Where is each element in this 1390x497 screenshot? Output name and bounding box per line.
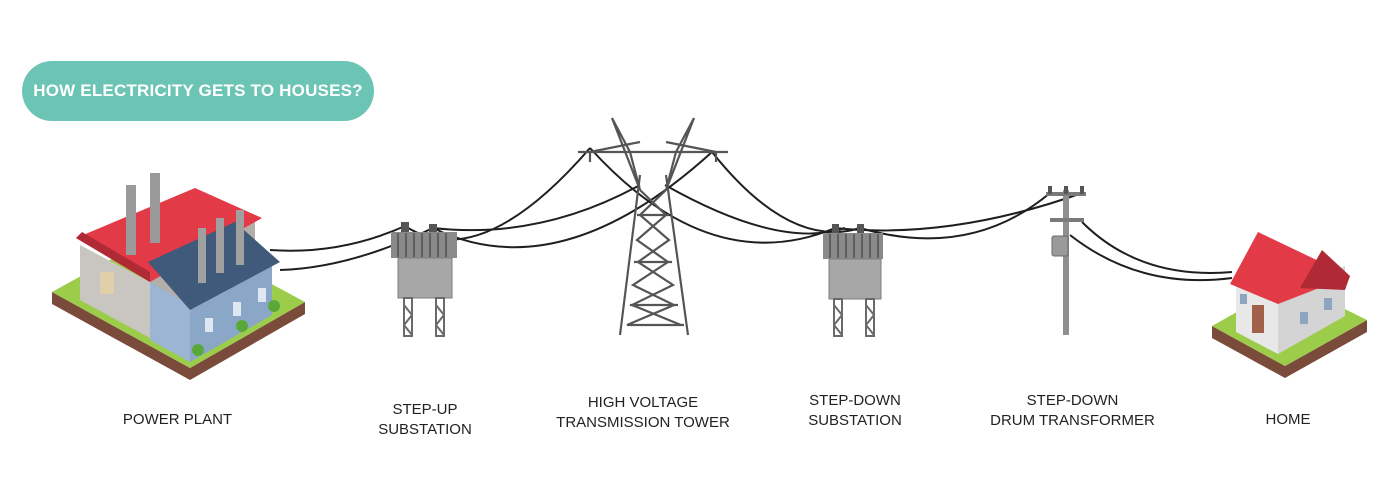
- wire-stepup-to-tower-3: [432, 184, 641, 232]
- power-plant-illustration: [52, 173, 305, 380]
- wire-plant-to-stepup-1: [269, 225, 406, 252]
- wire-stepup-to-tower-2: [432, 151, 713, 249]
- plant-chimney-5: [236, 210, 244, 265]
- home-roof-gable: [1300, 250, 1350, 290]
- stepup-radiator: [391, 232, 457, 258]
- plant-back-wall-left: [80, 245, 150, 338]
- stepup-insulator-1: [401, 222, 409, 232]
- label-home: HOME: [1265, 411, 1311, 428]
- home-illustration: [1212, 232, 1367, 378]
- home-base-soil: [1212, 320, 1367, 378]
- stepdown-ribs: [829, 234, 879, 258]
- wire-pole-to-home-2: [1069, 234, 1233, 282]
- step-up-substation-illustration: [391, 222, 457, 337]
- stepdown-insulator-1: [832, 224, 839, 234]
- title-text: HOW ELECTRICITY GETS TO HOUSES?: [33, 81, 363, 100]
- plant-front-wall-left: [150, 282, 190, 362]
- label-transmission-tower: HIGH VOLTAGE TRANSMISSION TOWER: [556, 394, 730, 431]
- plant-bush-2: [236, 320, 248, 332]
- home-window-1: [1240, 294, 1247, 304]
- plant-window-2: [233, 302, 241, 316]
- transmission-tower-illustration: [578, 117, 728, 336]
- drum-transformer-illustration: [1046, 186, 1086, 335]
- label-drum-transformer: STEP-DOWN DRUM TRANSFORMER: [990, 392, 1155, 429]
- drum-transformer-can: [1051, 235, 1069, 257]
- plant-window-1: [205, 318, 213, 332]
- pole-shaft: [1063, 190, 1069, 335]
- step-down-substation-illustration: [823, 224, 883, 337]
- stepup-legs: [403, 297, 445, 337]
- label-step-up-substation: STEP-UP SUBSTATION: [378, 401, 472, 438]
- wire-tower-to-stepdown-1: [589, 147, 836, 244]
- tower-peak-right: [664, 117, 696, 191]
- plant-chimney-3: [198, 228, 206, 283]
- wire-stepdown-to-pole-1: [859, 192, 1051, 240]
- stepdown-body: [828, 258, 882, 300]
- pole-crossarm-mid: [1050, 218, 1084, 222]
- stepdown-legs: [833, 298, 875, 337]
- plant-bush-3: [268, 300, 280, 312]
- plant-blue-roof: [148, 222, 280, 310]
- stepup-insulator-2: [429, 224, 437, 234]
- plant-bush-1: [192, 344, 204, 356]
- wire-tower-to-stepdown-2: [711, 151, 861, 233]
- stepdown-insulator-2: [857, 224, 864, 234]
- plant-red-roof-side: [76, 232, 150, 282]
- plant-door: [100, 272, 114, 294]
- plant-chimney-4: [216, 218, 224, 273]
- tower-lattice: [626, 189, 684, 327]
- power-lines: [269, 147, 1233, 282]
- wire-pole-to-home-1: [1081, 221, 1233, 274]
- plant-window-3: [258, 288, 266, 302]
- tower-leg-left: [618, 174, 642, 336]
- label-power-plant: POWER PLANT: [122, 411, 233, 428]
- home-door: [1252, 305, 1264, 333]
- title-banner: HOW ELECTRICITY GETS TO HOUSES?: [22, 61, 374, 121]
- tower-peak-left: [610, 117, 642, 191]
- stepup-body: [397, 257, 453, 299]
- wire-stepdown-to-pole-2: [834, 192, 1083, 232]
- home-window-3: [1324, 298, 1332, 310]
- plant-base-soil: [52, 292, 305, 380]
- plant-front-wall-right: [190, 260, 272, 362]
- wire-tower-to-stepdown-3: [664, 184, 846, 235]
- tower-leg-right: [664, 174, 690, 336]
- home-window-2: [1300, 312, 1308, 324]
- label-step-down-substation: STEP-DOWN SUBSTATION: [808, 392, 902, 429]
- plant-chimney-1: [126, 185, 136, 255]
- plant-chimney-2: [150, 173, 160, 243]
- stepup-ribs: [397, 233, 447, 257]
